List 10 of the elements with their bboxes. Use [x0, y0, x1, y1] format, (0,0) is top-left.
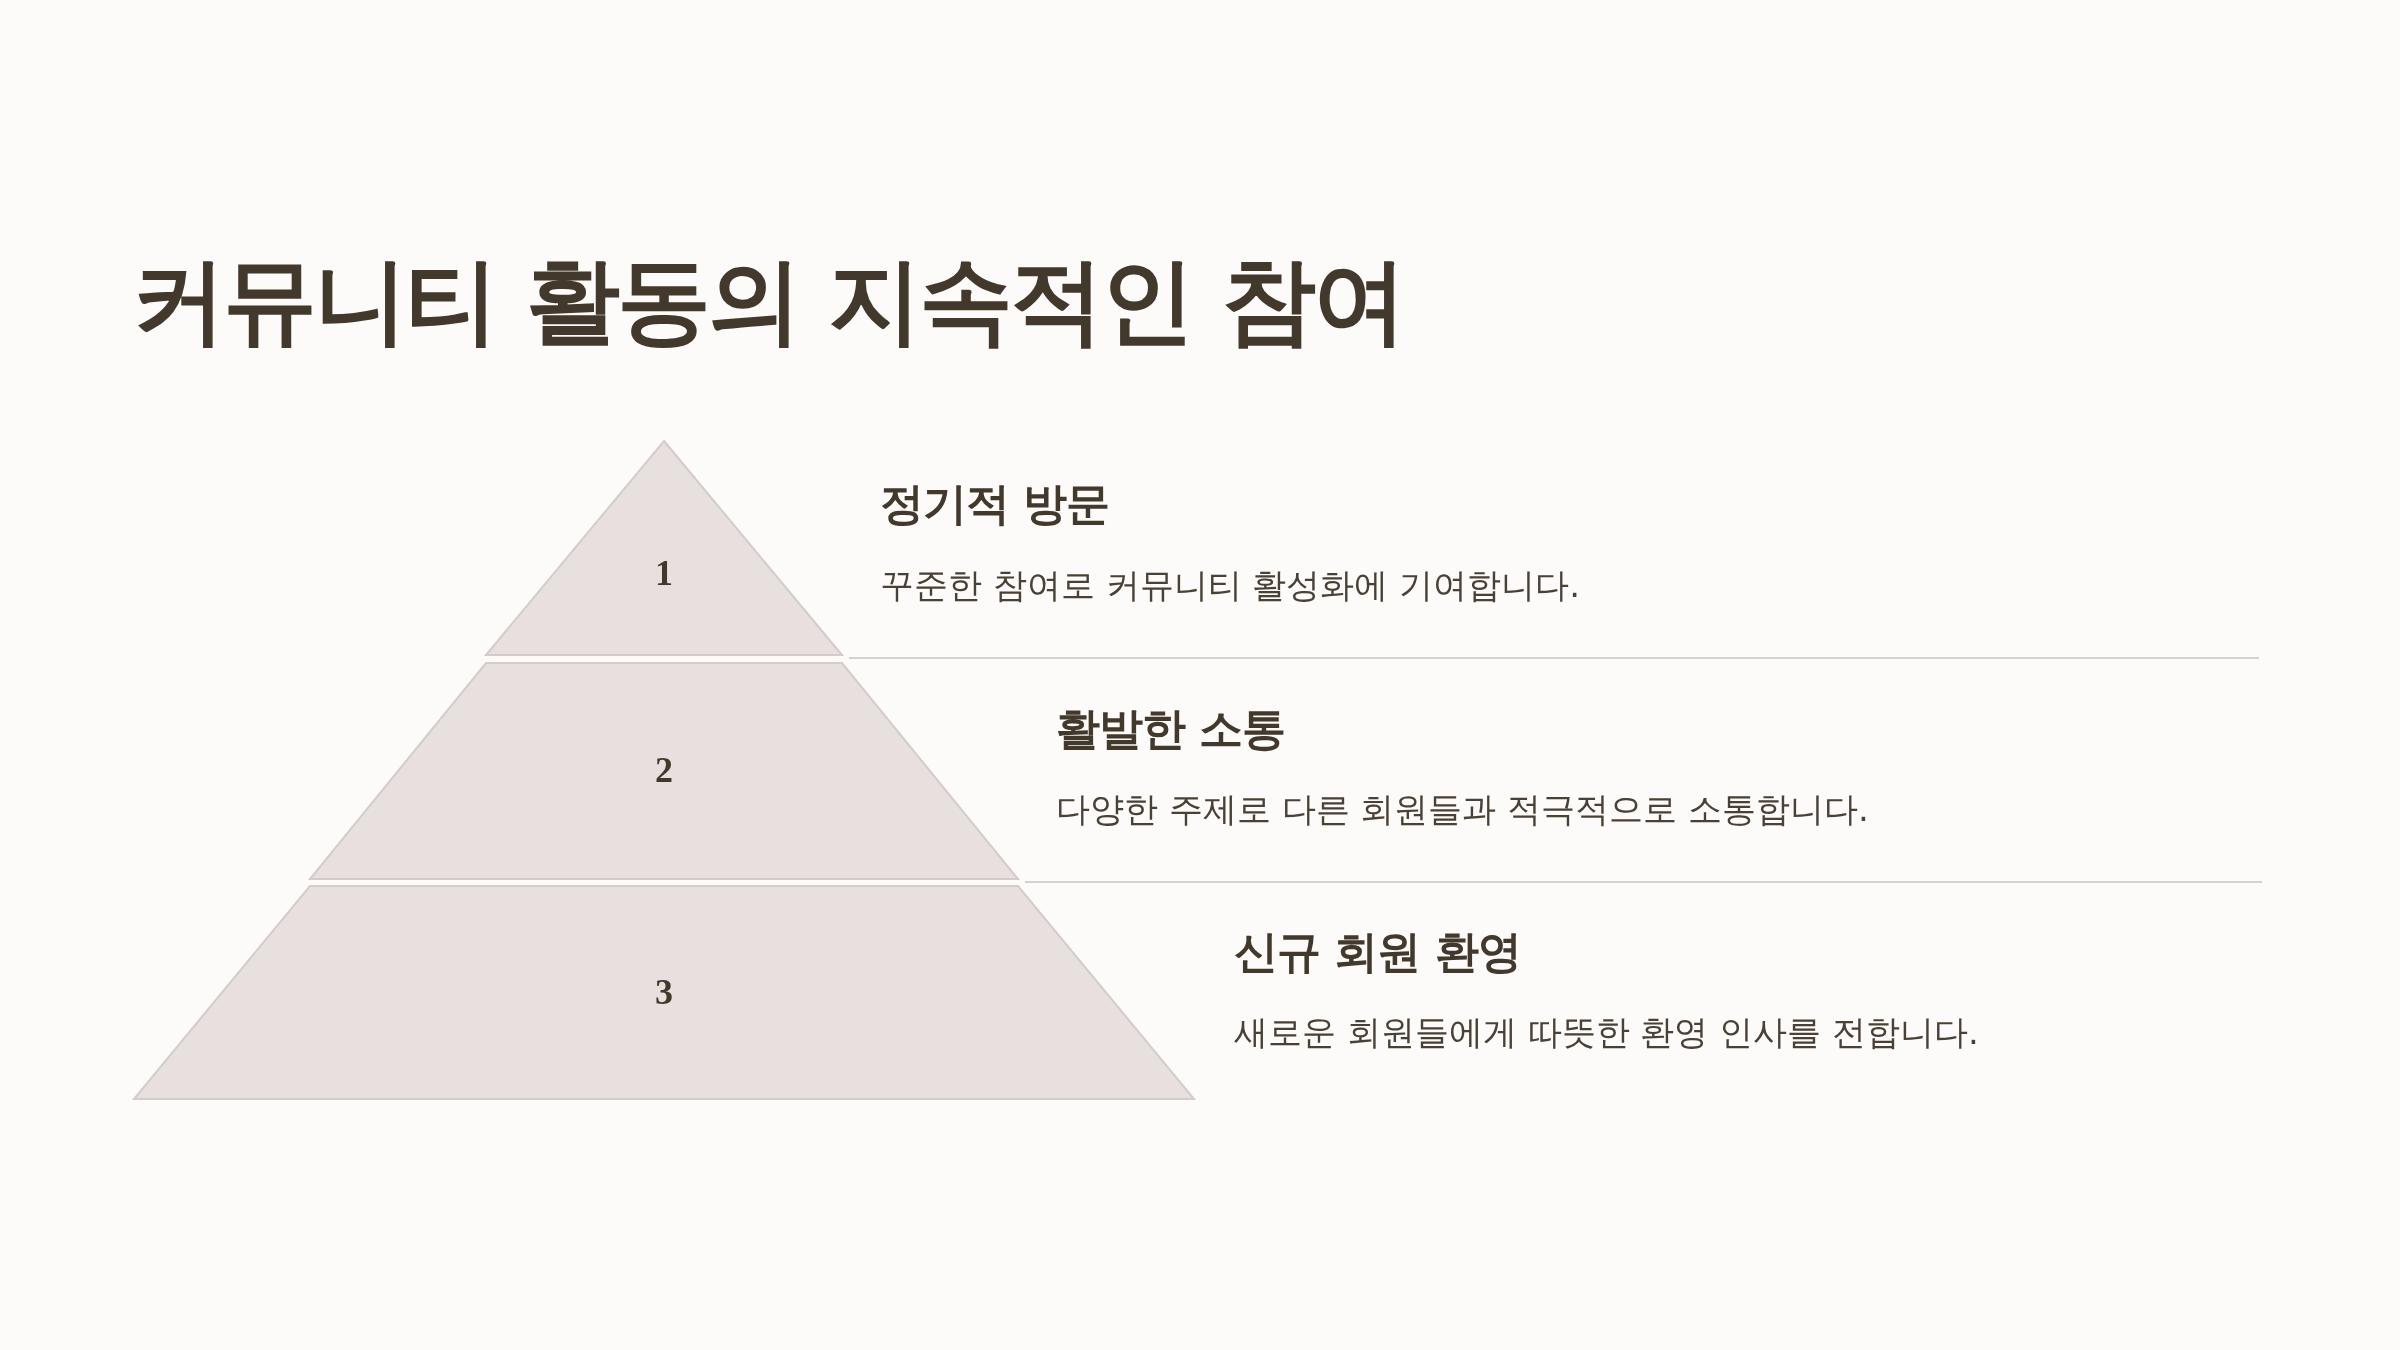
layer-number: 1 [654, 551, 674, 594]
layer-heading: 정기적 방문 [880, 477, 1110, 531]
layer-number: 2 [654, 749, 674, 791]
layer-heading: 신규 회원 환영 [1234, 925, 1521, 979]
layer-heading: 활발한 소통 [1056, 702, 1286, 756]
layer-number: 3 [654, 970, 674, 1013]
layer-description: 다양한 주제로 다른 회원들과 적극적으로 소통합니다. [1056, 788, 1869, 831]
layer-description: 꾸준한 참여로 커뮤니티 활성화에 기여합니다. [880, 564, 1581, 607]
title: 커뮤니티 활동의 지속적인 참여 [132, 245, 1405, 357]
layer-description: 새로운 회원들에게 따뜻한 환영 인사를 전합니다. [1234, 1011, 1979, 1054]
